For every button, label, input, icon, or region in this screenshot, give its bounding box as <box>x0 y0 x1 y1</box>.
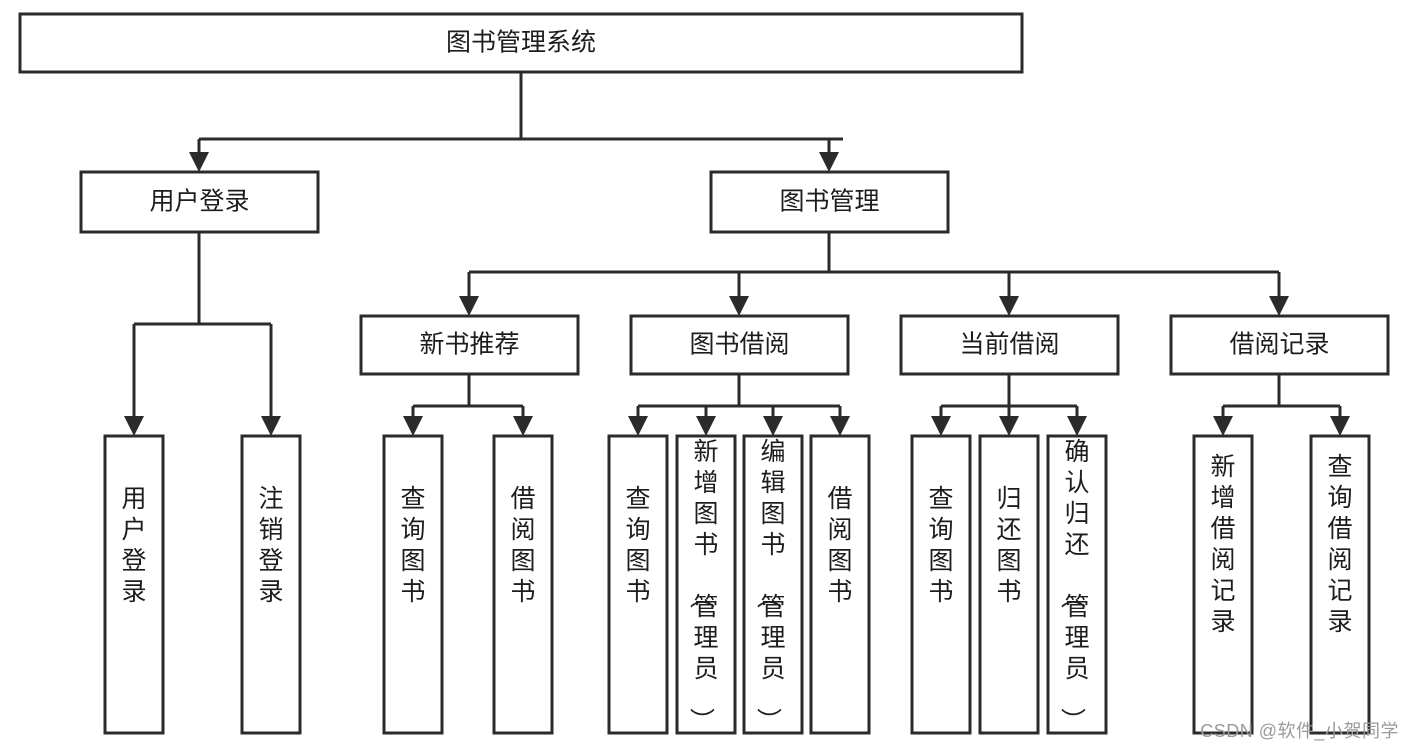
node-leaf-query-book-3[interactable]: 查询图书 <box>910 434 972 735</box>
node-leaf-query-book-3-label: 查询图书 <box>928 485 953 606</box>
node-borrow-record-label: 借阅记录 <box>1229 331 1329 359</box>
node-leaf-query-book-2-label: 查询图书 <box>625 485 650 606</box>
edge-root-to-level2 <box>189 72 843 172</box>
node-borrow-record[interactable]: 借阅记录 <box>1169 314 1390 376</box>
node-new-book-rec[interactable]: 新书推荐 <box>359 314 580 376</box>
node-leaf-query-book-1-label: 查询图书 <box>400 485 425 606</box>
node-leaf-query-record-label: 查询借阅记录 <box>1327 453 1352 636</box>
node-leaf-add-book[interactable]: 新增图书（管理员） <box>675 434 737 735</box>
edge-borrow-record-to-leaves <box>1213 374 1350 436</box>
node-new-book-rec-label: 新书推荐 <box>419 331 519 359</box>
edge-book-borrow-to-leaves <box>628 374 850 436</box>
node-leaf-query-book-2[interactable]: 查询图书 <box>607 434 669 735</box>
node-root-label: 图书管理系统 <box>446 29 596 57</box>
node-leaf-edit-book-label: 编辑图书（管理员） <box>754 438 785 733</box>
edge-new-book-rec-to-leaves <box>403 374 533 436</box>
edge-book-manage-to-level3 <box>459 232 1289 316</box>
node-current-borrow[interactable]: 当前借阅 <box>899 314 1120 376</box>
edge-current-borrow-to-leaves <box>931 374 1087 436</box>
node-leaf-borrow-book-2-label: 借阅图书 <box>827 485 852 606</box>
node-user-login-label: 用户登录 <box>149 188 249 216</box>
node-leaf-borrow-book-2[interactable]: 借阅图书 <box>809 434 871 735</box>
node-leaf-query-record[interactable]: 查询借阅记录 <box>1309 434 1371 735</box>
node-current-borrow-label: 当前借阅 <box>959 331 1059 359</box>
edge-user-login-to-leaves <box>124 232 281 436</box>
node-leaf-borrow-book-1[interactable]: 借阅图书 <box>492 434 554 735</box>
connector-layer <box>124 72 1350 436</box>
node-leaf-edit-book[interactable]: 编辑图书（管理员） <box>742 434 804 735</box>
node-book-borrow-label: 图书借阅 <box>689 331 789 359</box>
node-leaf-confirm-return[interactable]: 确认归还（管理员） <box>1046 434 1108 735</box>
node-leaf-user-login-label: 用户登录 <box>121 485 146 606</box>
node-leaf-borrow-book-1-label: 借阅图书 <box>510 485 535 606</box>
node-book-manage-label: 图书管理 <box>779 188 879 216</box>
csdn-watermark: CSDN @软件_小贺同学 <box>1200 721 1399 741</box>
node-leaf-query-book-1[interactable]: 查询图书 <box>382 434 444 735</box>
node-leaf-add-record[interactable]: 新增借阅记录 <box>1192 434 1254 735</box>
node-leaf-return-book[interactable]: 归还图书 <box>978 434 1040 735</box>
node-leaf-return-book-label: 归还图书 <box>996 485 1021 606</box>
node-leaf-user-login[interactable]: 用户登录 <box>103 434 165 735</box>
node-leaf-add-record-label: 新增借阅记录 <box>1210 453 1235 636</box>
node-leaf-logout-label: 注销登录 <box>258 485 283 606</box>
node-book-manage[interactable]: 图书管理 <box>709 170 950 234</box>
node-book-borrow[interactable]: 图书借阅 <box>629 314 850 376</box>
node-user-login[interactable]: 用户登录 <box>79 170 320 234</box>
node-leaf-logout[interactable]: 注销登录 <box>240 434 302 735</box>
node-leaf-confirm-return-label: 确认归还（管理员） <box>1058 438 1089 733</box>
node-root[interactable]: 图书管理系统 <box>18 12 1024 74</box>
node-leaf-add-book-label: 新增图书（管理员） <box>687 438 718 733</box>
